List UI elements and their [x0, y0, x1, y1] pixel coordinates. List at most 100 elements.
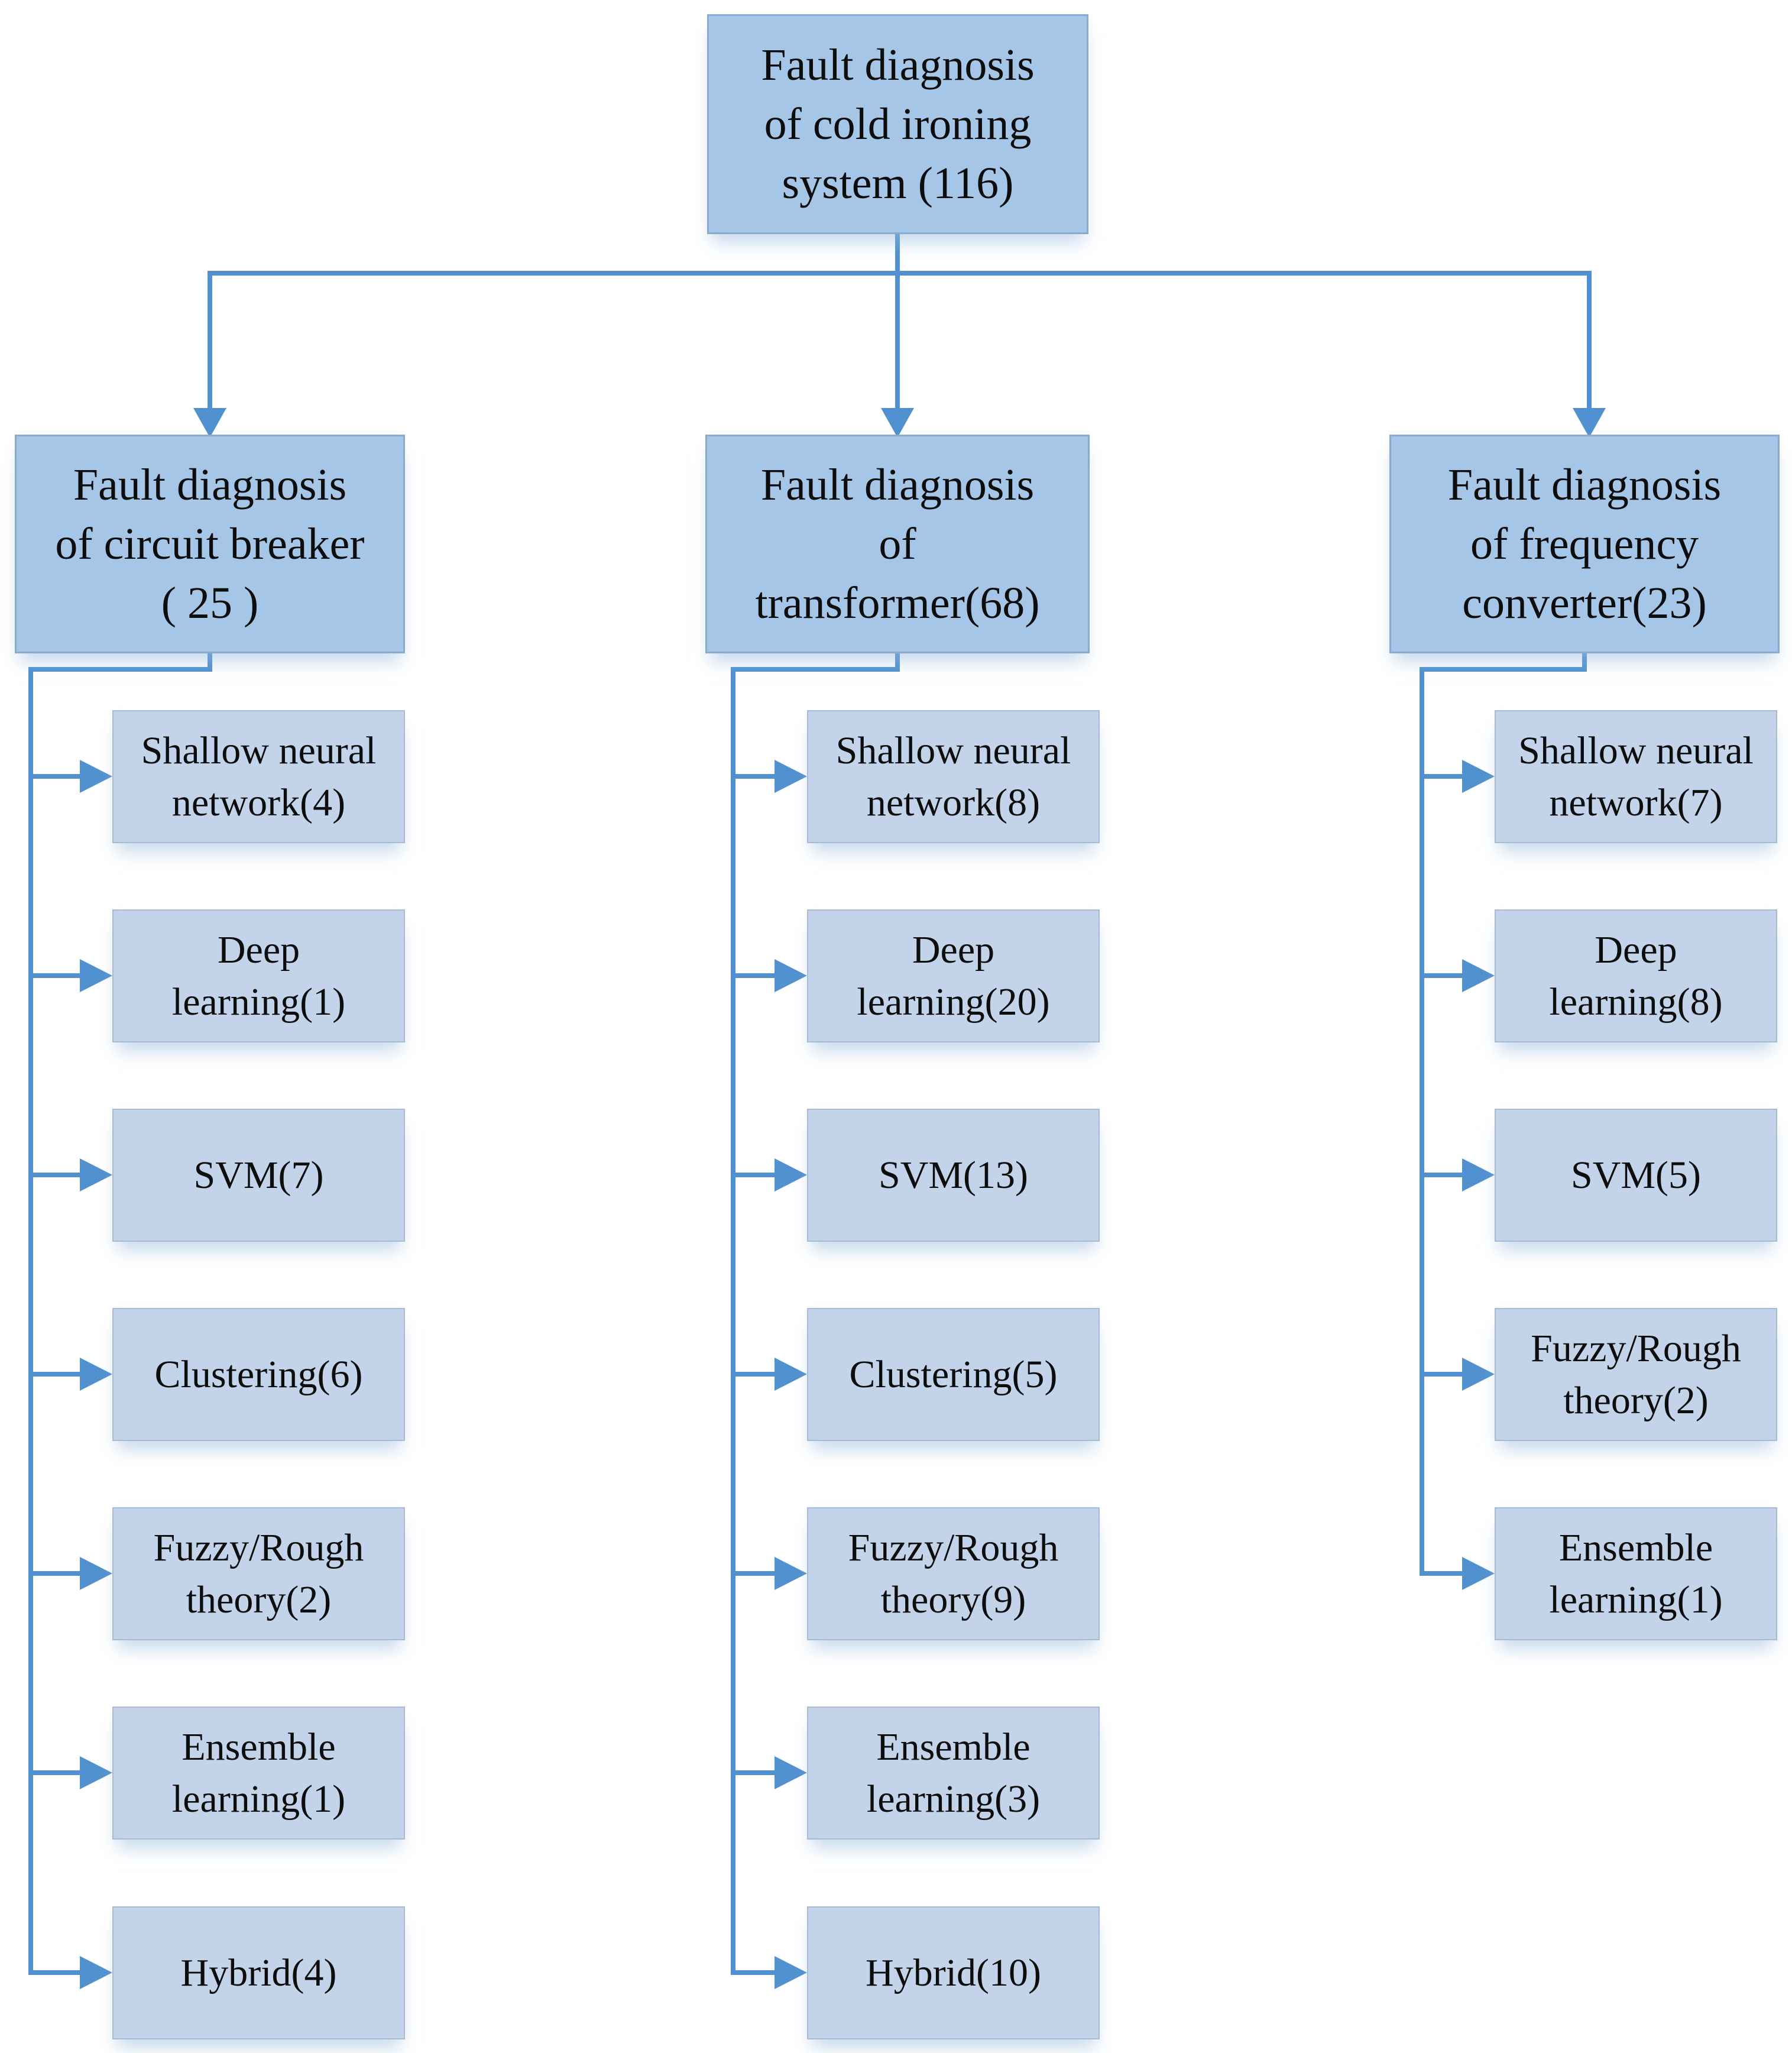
- connector-line: [28, 1372, 80, 1377]
- connector-line: [1582, 653, 1587, 672]
- connector-line: [731, 1372, 775, 1377]
- connector-line: [28, 667, 212, 672]
- node-cb-hybrid: Hybrid(4): [112, 1906, 405, 2039]
- connector-line: [1587, 271, 1592, 408]
- connector-line: [28, 667, 33, 1975]
- arrow-down-icon: [1573, 408, 1606, 438]
- arrow-right-icon: [80, 1358, 112, 1391]
- node-transformer: Fault diagnosis of transformer(68): [705, 435, 1090, 653]
- connector-line: [1420, 973, 1462, 978]
- node-label: Ensemble learning(1): [171, 1725, 346, 1821]
- arrow-right-icon: [775, 1956, 807, 1989]
- connector-line: [731, 774, 775, 779]
- connector-line: [208, 653, 212, 672]
- connector-line: [731, 1571, 775, 1576]
- arrow-right-icon: [80, 1756, 112, 1789]
- connector-line: [731, 973, 775, 978]
- connector-line: [731, 1173, 775, 1177]
- node-label: Hybrid(10): [866, 1951, 1041, 1994]
- arrow-right-icon: [775, 959, 807, 992]
- node-fc-svm: SVM(5): [1495, 1109, 1777, 1242]
- connector-line: [28, 1770, 80, 1775]
- node-label: Ensemble learning(3): [866, 1725, 1041, 1821]
- arrow-right-icon: [775, 1358, 807, 1391]
- node-tr-deep-learning: Deep learning(20): [807, 909, 1100, 1042]
- arrow-right-icon: [1462, 1358, 1495, 1391]
- node-cb-svm: SVM(7): [112, 1109, 405, 1242]
- node-frequency-converter-label: Fault diagnosis of frequency converter(2…: [1447, 459, 1722, 629]
- connector-line: [208, 271, 212, 408]
- node-label: Fuzzy/Rough theory(2): [1531, 1327, 1741, 1422]
- connector-line: [1420, 1173, 1462, 1177]
- connector-line: [28, 774, 80, 779]
- node-label: SVM(7): [193, 1153, 324, 1197]
- node-label: Clustering(6): [154, 1352, 363, 1396]
- node-label: Fuzzy/Rough theory(2): [153, 1526, 364, 1621]
- node-root-label: Fault diagnosis of cold ironing system (…: [761, 40, 1035, 209]
- connector-line: [1420, 1372, 1462, 1377]
- node-label: Shallow neural network(8): [835, 729, 1071, 824]
- node-fc-deep-learning: Deep learning(8): [1495, 909, 1777, 1042]
- arrow-right-icon: [80, 760, 112, 793]
- connector-line: [731, 1770, 775, 1775]
- arrow-right-icon: [1462, 760, 1495, 793]
- node-fc-ensemble-learning: Ensemble learning(1): [1495, 1507, 1777, 1640]
- node-label: Clustering(5): [849, 1352, 1058, 1396]
- arrow-right-icon: [775, 1557, 807, 1590]
- connector-line: [28, 1571, 80, 1576]
- node-fc-shallow-neural-network: Shallow neural network(7): [1495, 710, 1777, 843]
- node-label: Shallow neural network(4): [141, 729, 377, 824]
- connector-line: [1420, 667, 1587, 672]
- node-tr-svm: SVM(13): [807, 1109, 1100, 1242]
- node-circuit-breaker: Fault diagnosis of circuit breaker ( 25 …: [15, 435, 405, 653]
- node-label: Fuzzy/Rough theory(9): [848, 1526, 1059, 1621]
- connector-line: [731, 667, 900, 672]
- arrow-down-icon: [881, 408, 914, 438]
- node-label: Deep learning(1): [171, 928, 346, 1024]
- connector-line: [1420, 667, 1424, 1576]
- node-cb-shallow-neural-network: Shallow neural network(4): [112, 710, 405, 843]
- node-tr-hybrid: Hybrid(10): [807, 1906, 1100, 2039]
- arrow-right-icon: [775, 760, 807, 793]
- node-tr-clustering: Clustering(5): [807, 1308, 1100, 1441]
- node-tr-ensemble-learning: Ensemble learning(3): [807, 1706, 1100, 1840]
- connector-line: [895, 271, 900, 408]
- connector-line: [895, 653, 900, 672]
- arrow-right-icon: [80, 959, 112, 992]
- arrow-right-icon: [1462, 1158, 1495, 1191]
- node-root: Fault diagnosis of cold ironing system (…: [707, 14, 1088, 234]
- node-cb-clustering: Clustering(6): [112, 1308, 405, 1441]
- node-label: Ensemble learning(1): [1549, 1526, 1723, 1621]
- arrow-right-icon: [1462, 1557, 1495, 1590]
- connector-line: [28, 973, 80, 978]
- node-label: Hybrid(4): [180, 1951, 337, 1994]
- node-cb-ensemble-learning: Ensemble learning(1): [112, 1706, 405, 1840]
- arrow-down-icon: [193, 408, 226, 438]
- node-transformer-label: Fault diagnosis of transformer(68): [755, 459, 1040, 629]
- connector-line: [28, 1173, 80, 1177]
- connector-line: [731, 667, 735, 1975]
- node-cb-fuzzy-rough-theory: Fuzzy/Rough theory(2): [112, 1507, 405, 1640]
- node-label: Deep learning(20): [857, 928, 1050, 1024]
- node-label: Shallow neural network(7): [1518, 729, 1754, 824]
- node-label: SVM(5): [1570, 1153, 1701, 1197]
- node-label: SVM(13): [878, 1153, 1028, 1197]
- connector-line: [28, 1970, 80, 1975]
- connector-line: [731, 1970, 775, 1975]
- arrow-right-icon: [80, 1956, 112, 1989]
- connector-line: [895, 234, 900, 273]
- node-label: Deep learning(8): [1549, 928, 1723, 1024]
- arrow-right-icon: [775, 1158, 807, 1191]
- node-cb-deep-learning: Deep learning(1): [112, 909, 405, 1042]
- arrow-right-icon: [775, 1756, 807, 1789]
- node-fc-fuzzy-rough-theory: Fuzzy/Rough theory(2): [1495, 1308, 1777, 1441]
- node-tr-fuzzy-rough-theory: Fuzzy/Rough theory(9): [807, 1507, 1100, 1640]
- connector-line: [1420, 774, 1462, 779]
- node-tr-shallow-neural-network: Shallow neural network(8): [807, 710, 1100, 843]
- connector-line: [1420, 1571, 1462, 1576]
- node-circuit-breaker-label: Fault diagnosis of circuit breaker ( 25 …: [55, 459, 365, 629]
- arrow-right-icon: [80, 1158, 112, 1191]
- arrow-right-icon: [1462, 959, 1495, 992]
- node-frequency-converter: Fault diagnosis of frequency converter(2…: [1389, 435, 1780, 653]
